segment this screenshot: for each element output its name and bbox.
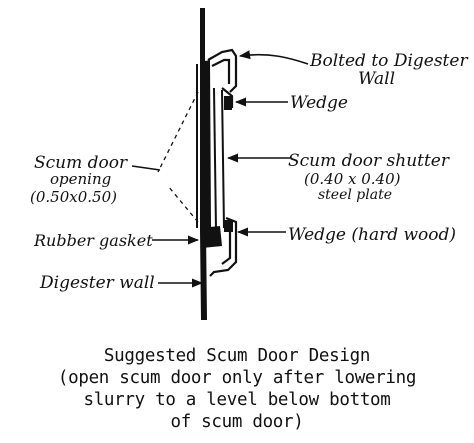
opening-label-line1: Scum door	[34, 153, 128, 173]
opening-label-line3: (0.50x0.50)	[30, 188, 117, 206]
scum-door-shutter	[213, 87, 225, 231]
caption-line-3: slurry to a level below bottom	[83, 390, 391, 410]
leader-lines	[131, 50, 309, 288]
opening-label-line2: opening	[50, 170, 111, 188]
rubber-gasket	[200, 226, 222, 248]
caption-line-2: (open scum door only after lowering	[57, 368, 417, 388]
wedge-bottom-label: Wedge (hard wood)	[288, 225, 456, 245]
wall-label: Digester wall	[39, 273, 155, 293]
digester-wall	[196, 8, 211, 320]
wedge-top-label: Wedge	[290, 93, 348, 113]
shutter-label-line3: steel plate	[318, 187, 392, 203]
gasket-label: Rubber gasket	[33, 231, 153, 250]
bolted-label-line1: Bolted to Digester	[309, 51, 468, 71]
top-wedge	[224, 96, 232, 110]
bolted-label-line2: Wall	[358, 69, 395, 89]
shutter-label-line2: (0.40 x 0.40)	[304, 170, 401, 188]
opening-dashed-lines	[157, 91, 199, 223]
shutter-label-line1: Scum door shutter	[288, 151, 450, 171]
bottom-wedge	[224, 220, 233, 232]
bottom-bracket	[209, 216, 238, 277]
caption-line-1: Suggested Scum Door Design	[103, 346, 371, 366]
caption-line-4: of scum door)	[170, 412, 304, 432]
